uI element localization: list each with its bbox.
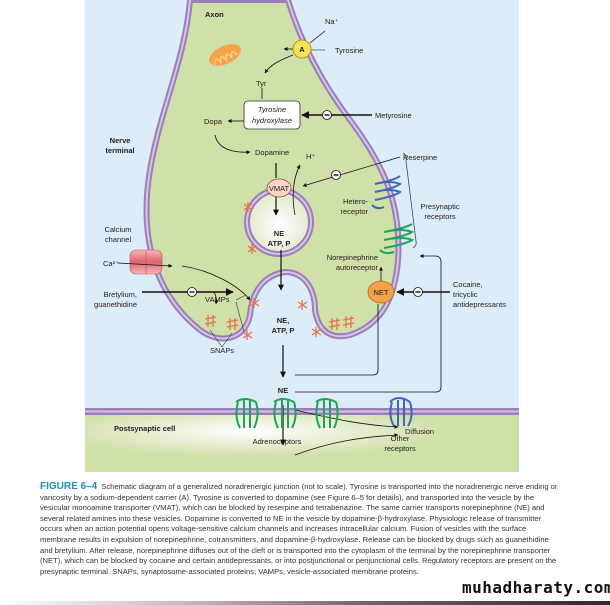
metyrosine-label: Metyrosine (375, 111, 412, 120)
sodium-dependent-carrier: A (292, 39, 312, 59)
bottom-rule (0, 601, 610, 605)
vesicle-atp-label: ATP, P (268, 239, 291, 248)
dopamine-label: Dopamine (255, 148, 289, 157)
snap-icons (204, 315, 355, 330)
heteroreceptor-label: Hetero- (343, 197, 369, 206)
figure-caption-text: Schematic diagram of a generalized norad… (40, 482, 558, 576)
tyrosine-hydroxylase-box: Tyrosine hydroxylase (243, 100, 301, 130)
axon-label: Axon (205, 10, 224, 19)
svg-text:tricyclic: tricyclic (453, 290, 478, 299)
vamp-icon (243, 202, 257, 254)
reserpine-label: Reserpine (403, 153, 437, 162)
presynaptic-receptors-bracket (402, 152, 417, 249)
mitochondrion-icon (209, 44, 241, 66)
cleft-ne-label: NE (278, 386, 288, 395)
ne-autoreceptor-icon (379, 223, 415, 255)
svg-text:receptor: receptor (340, 207, 368, 216)
cocaine-label: Cocaine, (453, 280, 483, 289)
ne-autoreceptor-label: Norepinephrine (327, 253, 378, 262)
presynaptic-receptors-label: Presynaptic (420, 202, 459, 211)
sodium-label: Na⁺ (325, 17, 339, 26)
metyrosine-inhibit-icon (322, 110, 332, 120)
bretylium-label: Bretylium, (104, 290, 137, 299)
svg-text:NET: NET (374, 288, 389, 297)
svg-text:terminal: terminal (105, 146, 134, 155)
watermark: muhadharaty.com (462, 578, 610, 597)
fused-vesicle-vamp-icons (242, 298, 322, 340)
svg-text:VMAT: VMAT (269, 184, 290, 193)
figure-number: FIGURE 6–4 (40, 481, 98, 492)
vmat-transporter: VMAT (266, 178, 292, 198)
adrenoceptors-label: Adrenoceptors (253, 437, 302, 446)
bretylium-inhibit-icon (187, 287, 197, 297)
svg-text:antidepressants: antidepressants (453, 300, 506, 309)
svg-text:Tyrosine: Tyrosine (258, 105, 286, 114)
calcium-channel-icon (129, 249, 163, 275)
net-transporter: NET (367, 280, 395, 304)
snaps-label: SNAPs (210, 346, 234, 355)
vesicle-ne-label: NE (274, 229, 284, 238)
other-receptors-label: Other (391, 434, 410, 443)
postsynaptic-cell-label: Postsynaptic cell (114, 424, 175, 433)
vamps-label: VAMPs (205, 295, 230, 304)
h-plus-label: H⁺ (306, 152, 315, 161)
svg-text:receptors: receptors (424, 212, 456, 221)
calcium-ion-label: Ca²⁺ (103, 259, 119, 268)
tyrosine-label: Tyrosine (335, 46, 363, 55)
reserpine-inhibit-icon (331, 170, 341, 180)
svg-text:guanethidine: guanethidine (94, 300, 137, 309)
tyr-label: Tyr (256, 79, 267, 88)
postsynaptic-cell (85, 414, 519, 472)
fused-ne-label: NE, (277, 316, 290, 325)
diffusion-label: Diffusion (405, 427, 434, 436)
fused-atp-label: ATP, P (272, 326, 295, 335)
calcium-channel-label: Calcium (104, 225, 131, 234)
svg-text:autoreceptor: autoreceptor (336, 263, 379, 272)
svg-text:channel: channel (105, 235, 132, 244)
nerve-terminal-label: Nerve (110, 136, 131, 145)
adrenoceptor-icons (235, 398, 339, 429)
heteroreceptor-icon (371, 175, 402, 210)
svg-text:hydroxylase: hydroxylase (252, 116, 292, 125)
svg-text:A: A (299, 45, 305, 54)
noradrenergic-junction-diagram: A Na⁺ Tyrosine Axon Tyr Tyrosine hydroxy… (85, 0, 519, 472)
svg-text:receptors: receptors (384, 444, 416, 453)
dopa-label: Dopa (204, 117, 223, 126)
other-receptor-icon (389, 397, 413, 427)
cocaine-inhibit-icon (413, 287, 423, 297)
